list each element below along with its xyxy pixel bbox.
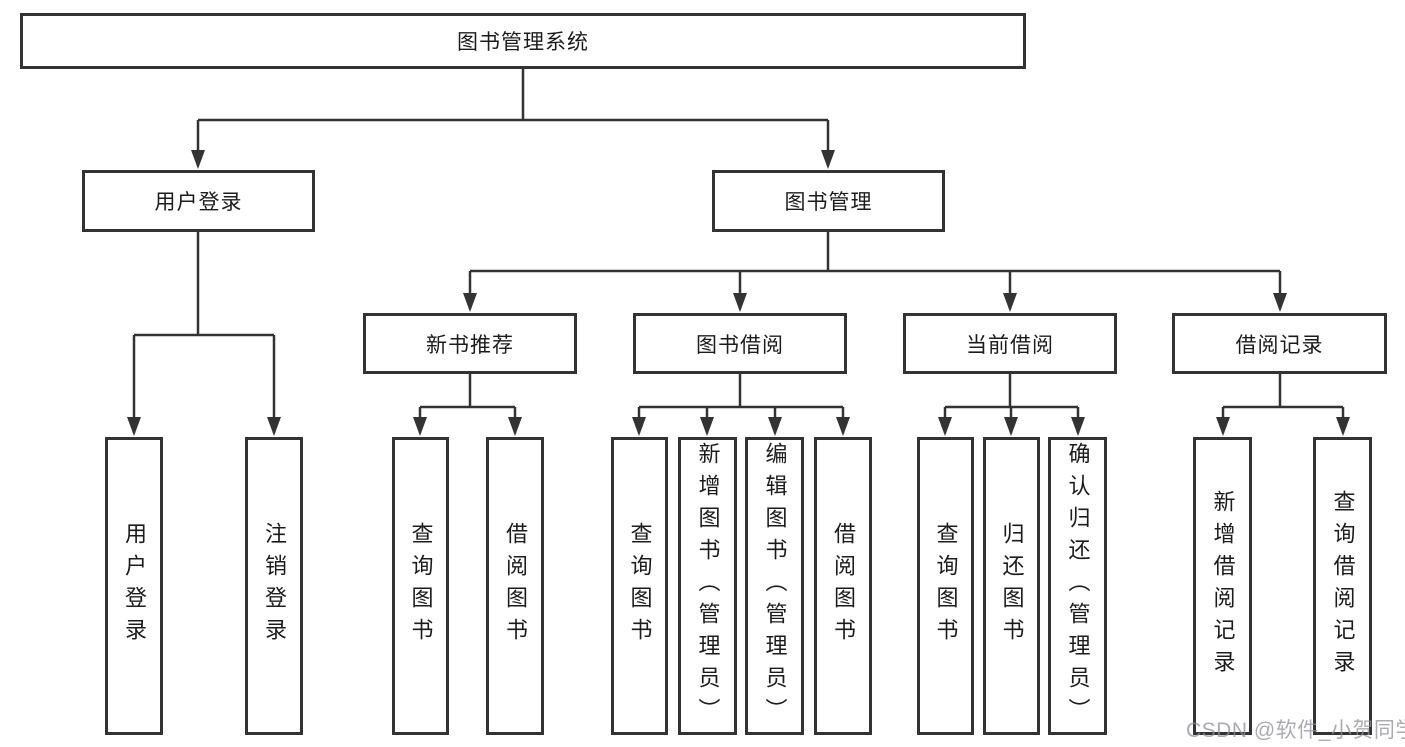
node-leaf-newbooks-borrow: 借阅图书	[486, 437, 544, 735]
node-leaf-borrow-add-admin: 新增图书（管理员）	[678, 437, 737, 735]
node-label: 新书推荐	[426, 333, 514, 357]
node-library-management-system: 图书管理系统	[20, 13, 1026, 69]
node-label: 新增借阅记录	[1210, 490, 1236, 682]
node-label: 借阅记录	[1235, 333, 1324, 357]
node-leaf-current-confirm-admin: 确认归还（管理员）	[1048, 437, 1107, 735]
node-leaf-records-query: 查询借阅记录	[1313, 437, 1372, 735]
node-label: 查询图书	[627, 522, 653, 650]
node-user-login: 用户登录	[82, 170, 315, 232]
node-label: 新增图书（管理员）	[695, 442, 721, 730]
node-leaf-borrow-borrow: 借阅图书	[814, 437, 872, 735]
node-leaf-current-return: 归还图书	[983, 437, 1040, 735]
node-leaf-records-add: 新增借阅记录	[1193, 437, 1252, 735]
node-label: 归还图书	[999, 522, 1025, 650]
node-leaf-user-login: 用户登录	[105, 437, 163, 735]
node-current-borrowing: 当前借阅	[903, 313, 1117, 374]
node-label: 确认归还（管理员）	[1065, 442, 1091, 730]
node-borrowing-records: 借阅记录	[1172, 313, 1387, 374]
node-label: 用户登录	[154, 191, 243, 214]
node-label: 借阅图书	[503, 522, 528, 650]
node-label: 图书管理系统	[457, 31, 589, 54]
node-label: 查询借阅记录	[1330, 490, 1356, 682]
node-label: 查询图书	[933, 522, 959, 650]
node-book-borrowing: 图书借阅	[633, 313, 847, 374]
node-leaf-current-query: 查询图书	[917, 437, 974, 735]
node-label: 编辑图书（管理员）	[762, 442, 788, 730]
node-leaf-logout: 注销登录	[245, 437, 303, 735]
node-label: 借阅图书	[831, 522, 856, 650]
node-leaf-borrow-query: 查询图书	[611, 437, 668, 735]
node-book-management: 图书管理	[712, 170, 945, 232]
node-label: 图书借阅	[696, 333, 784, 357]
node-new-book-recommendation: 新书推荐	[363, 313, 577, 374]
node-leaf-newbooks-query: 查询图书	[392, 437, 449, 735]
node-label: 查询图书	[408, 522, 434, 650]
csdn-watermark: CSDN @软件_小贺同学	[1186, 719, 1405, 742]
node-label: 用户登录	[122, 522, 147, 650]
node-label: 注销登录	[262, 522, 287, 650]
node-label: 当前借阅	[966, 333, 1054, 357]
node-label: 图书管理	[784, 191, 873, 214]
node-leaf-borrow-edit-admin: 编辑图书（管理员）	[745, 437, 804, 735]
